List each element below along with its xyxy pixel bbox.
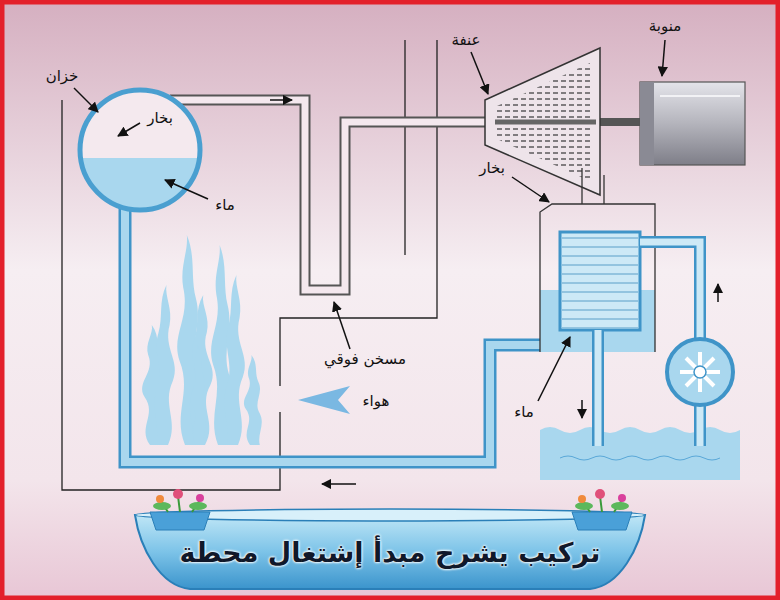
leaf	[575, 502, 593, 510]
part-label: ماء	[514, 403, 534, 421]
title-banner	[135, 515, 645, 589]
pump-impeller	[680, 352, 720, 392]
leader-line	[74, 88, 98, 112]
steam-pipe	[170, 100, 487, 290]
flame	[191, 345, 206, 445]
pipe-water	[125, 205, 546, 462]
pump	[667, 339, 733, 405]
turbine-shaft	[495, 120, 596, 125]
coil-lines	[562, 236, 638, 328]
flue-wall	[404, 40, 405, 255]
basin-wave	[560, 456, 720, 460]
flow-arrow	[270, 99, 292, 101]
part-label: ماء	[215, 196, 235, 214]
diagram-title: تركيب يشرح مبدأ إشتغال محطة	[180, 537, 601, 569]
leader-lines	[74, 40, 665, 401]
part-label: مسخن فوقي	[324, 350, 406, 368]
water-pipe	[125, 205, 546, 462]
leaf	[611, 502, 629, 510]
part-label: منوبة	[649, 17, 682, 35]
part-label: بخار	[479, 159, 505, 177]
leader-line	[165, 180, 208, 199]
exhaust-duct	[582, 168, 604, 204]
part-label: عنفة	[451, 31, 480, 49]
flower-pot	[572, 489, 632, 530]
flame	[155, 285, 175, 445]
air-arrow	[298, 386, 350, 414]
drum-water	[80, 158, 200, 210]
condenser-shell	[540, 204, 655, 352]
pipe-steam	[170, 100, 487, 290]
pipe-wall	[170, 100, 487, 290]
flower-pot	[150, 489, 210, 530]
leader-line	[118, 123, 140, 136]
leader-line	[538, 337, 570, 401]
duct-wall	[581, 168, 582, 204]
leader-line	[334, 302, 350, 349]
part-label: بخار	[147, 109, 173, 127]
alternator	[640, 82, 745, 165]
flame	[225, 275, 245, 445]
flow-arrow	[581, 400, 583, 418]
pot	[572, 512, 632, 530]
leader-line	[662, 40, 665, 76]
leader-line	[512, 177, 549, 202]
flower	[578, 495, 586, 503]
pipe-water	[595, 330, 602, 446]
flow-arrow	[322, 483, 356, 485]
leaf	[189, 502, 207, 510]
flower	[196, 494, 204, 502]
furnace-walls	[62, 40, 437, 490]
part-label: خزان	[46, 67, 79, 85]
flame	[190, 295, 213, 445]
pump-hub	[694, 366, 706, 378]
drum-steam	[80, 90, 200, 210]
cooling-basin	[540, 427, 740, 480]
flower	[173, 489, 183, 499]
flames	[142, 235, 262, 445]
pipe-wall	[592, 330, 604, 446]
banner-rim	[135, 509, 645, 521]
flow-arrow	[717, 284, 719, 302]
leader-line	[471, 52, 488, 94]
alternator-highlight	[660, 95, 740, 97]
duct-wall	[603, 175, 604, 204]
drum-shell	[80, 90, 200, 210]
part-label: هواء	[363, 392, 390, 410]
pipe-wall	[125, 205, 546, 462]
alternator-face	[640, 82, 654, 165]
flame	[244, 355, 262, 445]
flower	[618, 494, 626, 502]
condenser-coil	[560, 232, 640, 330]
flower	[156, 495, 164, 503]
pot	[150, 512, 210, 530]
leaf	[153, 502, 171, 510]
flower	[595, 489, 605, 499]
